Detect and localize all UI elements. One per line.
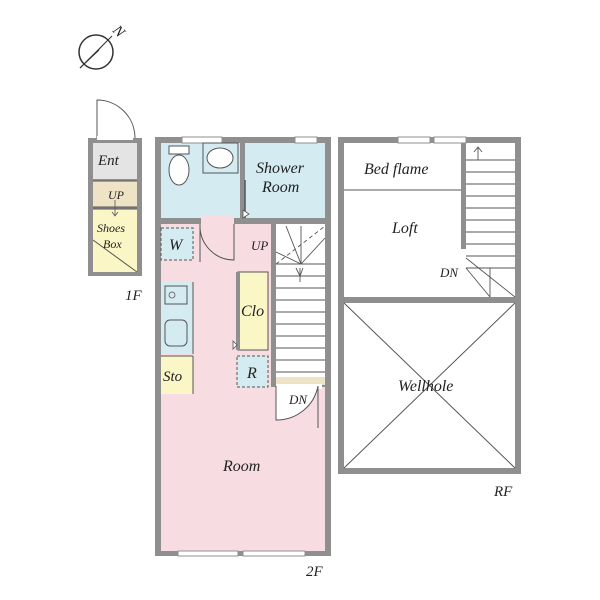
compass-label: N: [108, 22, 128, 42]
kitchen-counter: [161, 282, 193, 354]
floor-label-1f: 1F: [125, 288, 143, 304]
shoes-box: [93, 209, 137, 272]
floor-label-rf: RF: [493, 484, 513, 500]
closet-label: Clo: [241, 303, 264, 320]
shoes-box-label-2: Box: [103, 237, 122, 251]
first-floor: [88, 99, 142, 276]
loft-label: Loft: [391, 220, 418, 237]
dn-label-2f: DN: [288, 392, 308, 407]
entrance-area: [93, 143, 137, 179]
shower-room-label-2: Room: [261, 179, 299, 196]
up-label-2f: UP: [251, 238, 268, 253]
refrigerator-space: [236, 355, 269, 388]
entrance-door[interactable]: [96, 99, 136, 139]
sink-icon: [164, 319, 188, 347]
washer-space: [160, 227, 194, 261]
bed-flame-label: Bed flame: [364, 161, 428, 178]
stair-step: [276, 377, 325, 385]
closet: [237, 271, 269, 351]
toilet-icon: [168, 145, 190, 186]
roof-floor: [338, 136, 521, 474]
stove-icon: [164, 285, 188, 305]
north-arrow-icon: [78, 34, 114, 70]
second-floor: [155, 136, 331, 557]
stairs-2f: [276, 224, 325, 384]
stair-treads: [275, 225, 326, 373]
shoes-box-label-1: Shoes: [97, 221, 125, 235]
up-label-1f: UP: [108, 188, 125, 202]
main-room-label: Room: [222, 458, 260, 475]
stairwell-door[interactable]: [275, 384, 322, 428]
washer-label: W: [169, 237, 184, 254]
bathroom-door[interactable]: [199, 216, 235, 262]
dn-label-loft: DN: [439, 265, 459, 280]
storage: [161, 356, 193, 394]
floor-label-2f: 2F: [306, 564, 324, 580]
shower-room: [245, 143, 325, 218]
refrigerator-label: R: [246, 365, 257, 382]
shower-room-label-1: Shower: [256, 160, 305, 177]
entrance-label: Ent: [97, 153, 120, 169]
loft-stairs: [465, 146, 516, 298]
wellhole-label: Wellhole: [398, 378, 453, 395]
washbasin-icon: [202, 142, 239, 174]
storage-label: Sto: [163, 369, 183, 385]
